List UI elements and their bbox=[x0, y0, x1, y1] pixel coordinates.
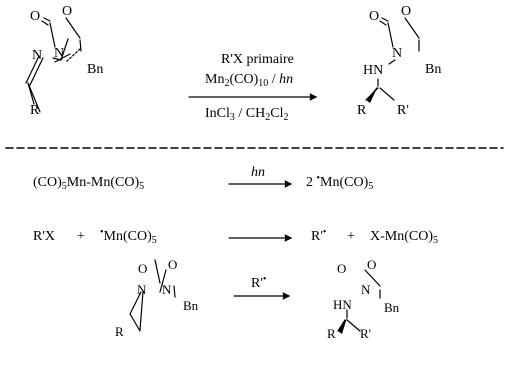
step1-sub2: 5 bbox=[139, 181, 145, 192]
bottom-product-ring-n: N bbox=[361, 282, 371, 297]
bottom-product-bn: Bn bbox=[384, 300, 400, 315]
step2-radical-dot: • bbox=[100, 227, 104, 238]
top-product-carbonyl-o: O bbox=[369, 9, 380, 24]
step1-mnmn: Mn-Mn(CO) bbox=[66, 175, 140, 190]
step2-reactant-a: R'X bbox=[33, 229, 55, 244]
cond-sub-10: 10 bbox=[258, 78, 269, 89]
bottom-reactant-ring-o: O bbox=[168, 257, 178, 272]
step2-product-dot: • bbox=[322, 227, 327, 238]
step3-radical-dot: • bbox=[262, 274, 267, 285]
cond-incl: InCl bbox=[205, 106, 230, 121]
step2-product-a: R'• bbox=[311, 227, 327, 244]
bottom-product-r: R bbox=[327, 326, 336, 341]
cond-sub-3: 3 bbox=[229, 112, 235, 123]
step2-r-prime: R' bbox=[311, 229, 323, 244]
condition-line-3: InCl3 / CH2Cl2 bbox=[205, 106, 289, 123]
top-product-ring-n: N bbox=[392, 46, 403, 61]
step3-arrow-label: R'• bbox=[251, 274, 267, 291]
step2-product-sub: 5 bbox=[433, 235, 438, 246]
top-reactant-carbonyl-o: O bbox=[30, 9, 41, 24]
step1-radical-dot: • bbox=[316, 173, 321, 184]
step2-plus2: + bbox=[347, 229, 355, 244]
top-product-wedge bbox=[366, 86, 378, 103]
step3-r-prime: R' bbox=[251, 276, 263, 291]
cond-sep: / bbox=[268, 72, 280, 87]
cond-sub-ch2: 2 bbox=[265, 112, 271, 123]
step2-product-b: X-Mn(CO)5 bbox=[370, 229, 438, 246]
bottom-product-wedge bbox=[338, 318, 347, 334]
top-reactant-bn: Bn bbox=[87, 62, 104, 77]
top-product-r: R bbox=[357, 103, 367, 118]
condition-line-2: Mn2(CO)10 / hn bbox=[205, 72, 294, 89]
step2-reactant-sub: 5 bbox=[151, 235, 157, 246]
bottom-reactant-bonds bbox=[129, 259, 176, 332]
bottom-reactant-ring-n: N bbox=[162, 282, 172, 297]
bottom-reactant-carbonyl-o: O bbox=[138, 261, 148, 276]
bottom-product-hn: HN bbox=[333, 297, 352, 312]
cond-mn: Mn bbox=[205, 72, 225, 87]
top-reactant-ring-n: N bbox=[54, 46, 65, 61]
bottom-product-bonds bbox=[337, 269, 381, 332]
bottom-product-ring-o: O bbox=[367, 257, 377, 272]
step2-plus: + bbox=[77, 229, 85, 244]
cond-light: hn bbox=[279, 72, 294, 87]
step2-mnco: Mn(CO) bbox=[103, 229, 152, 244]
top-reactant-bonds bbox=[25, 17, 82, 113]
step1-mnco: Mn(CO) bbox=[320, 175, 369, 190]
cond-sub-2: 2 bbox=[224, 78, 230, 89]
top-product-ring-o: O bbox=[401, 4, 412, 19]
top-reactant-imine-n: N bbox=[32, 48, 43, 63]
bottom-reactant-r: R bbox=[115, 324, 124, 339]
top-product-bn: Bn bbox=[425, 62, 442, 77]
step1-coef: 2 bbox=[306, 175, 317, 190]
step1-arrow-label: hn bbox=[251, 165, 265, 180]
cond-co: (CO) bbox=[229, 72, 259, 87]
top-product-hn: HN bbox=[363, 63, 384, 78]
step1-reactant: (CO)5Mn-Mn(CO)5 bbox=[33, 175, 145, 192]
bottom-product-r-prime: R' bbox=[360, 326, 372, 341]
step1-product-sub: 5 bbox=[368, 181, 374, 192]
condition-line-1: R'X primaire bbox=[221, 52, 294, 67]
top-reactant-ring-o: O bbox=[62, 4, 73, 19]
step2-reactant-b: •Mn(CO)5 bbox=[100, 227, 157, 246]
bottom-product-carbonyl-o: O bbox=[337, 261, 347, 276]
step2-xmnco: X-Mn(CO) bbox=[370, 229, 433, 244]
bottom-reactant-imine-n: N bbox=[137, 282, 147, 297]
cond-ch: / CH bbox=[234, 106, 266, 121]
top-product-r-prime: R' bbox=[397, 103, 409, 118]
top-reactant-ch2n bbox=[65, 48, 81, 63]
step1-sub1: 5 bbox=[61, 181, 67, 192]
cond-sub-cl2: 2 bbox=[283, 112, 289, 123]
step1-co: (CO) bbox=[33, 175, 62, 190]
cond-cl: Cl bbox=[270, 106, 284, 121]
top-reactant-r: R bbox=[30, 103, 40, 118]
bottom-reactant-bn: Bn bbox=[183, 298, 199, 313]
step1-product: 2 •Mn(CO)5 bbox=[306, 173, 374, 192]
